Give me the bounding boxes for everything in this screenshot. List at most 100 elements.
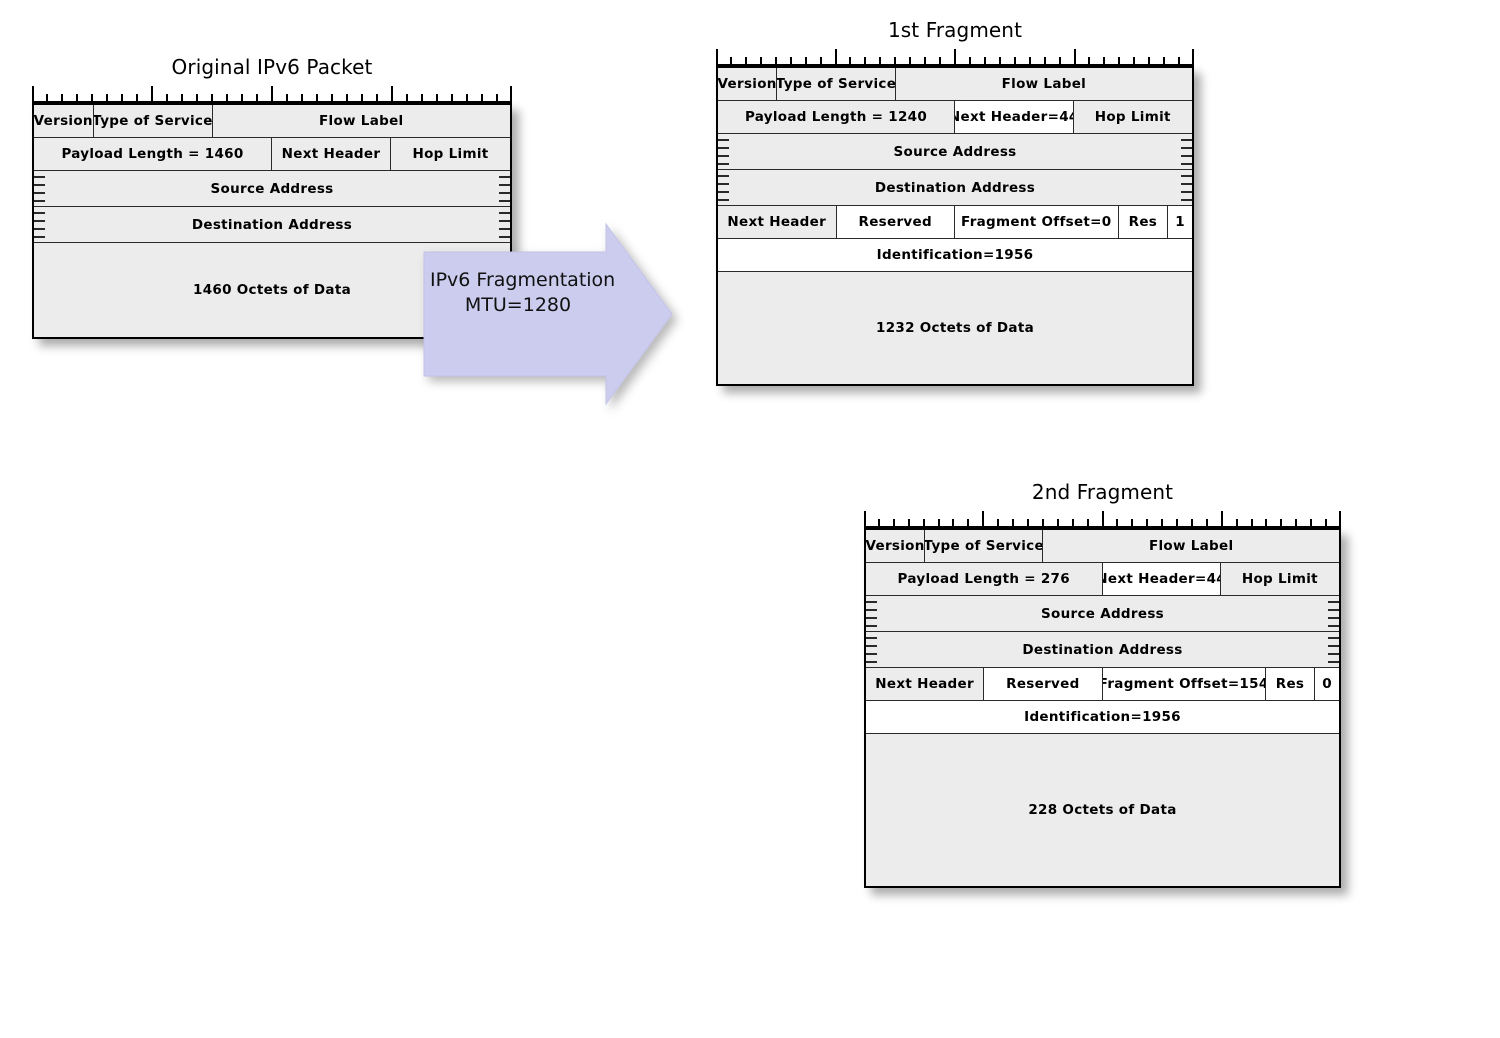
field-hop-limit: Hop Limit — [391, 138, 510, 170]
packet-diagram-fragment-2: 2nd Fragment Version Type of Service Flo… — [864, 480, 1341, 888]
ruler-tick-major — [32, 86, 34, 103]
ruler-tick-minor — [421, 94, 423, 103]
field-destination-address: Destination Address — [718, 170, 1192, 205]
ruler-tick-minor — [166, 94, 168, 103]
ruler-tick-minor — [226, 94, 228, 103]
field-version: Version — [866, 530, 926, 562]
field-next-header: Next Header=44 — [955, 101, 1074, 133]
field-version: Version — [34, 105, 94, 137]
ruler-tick-minor — [894, 57, 897, 66]
ruler-tick-minor — [879, 57, 882, 66]
ruler-tick-minor — [922, 519, 925, 528]
ruler-tick-minor — [1325, 519, 1328, 528]
ruler-tick-minor — [1295, 519, 1298, 528]
ruler-tick-minor — [466, 94, 468, 103]
ruler-tick-minor — [451, 94, 453, 103]
field-frag-reserved: Reserved — [984, 668, 1103, 700]
field-flow-label: Flow Label — [895, 68, 1192, 100]
ruler-tick-major — [1101, 511, 1104, 528]
header-row-2: Payload Length = 1460 Next Header Hop Li… — [34, 138, 510, 171]
ruler-tick-minor — [316, 94, 318, 103]
payload-row: 1232 Octets of Data — [718, 272, 1192, 384]
field-fragment-offset: Fragment Offset=154 — [1102, 668, 1266, 700]
ruler-tick-minor — [1103, 57, 1106, 66]
ruler-tick-minor — [331, 94, 333, 103]
packet-box-original: Version Type of Service Flow Label Paylo… — [32, 103, 512, 339]
packet-title-original: Original IPv6 Packet — [171, 55, 373, 79]
field-payload-data: 228 Octets of Data — [866, 734, 1339, 886]
ruler-tick-minor — [1146, 519, 1149, 528]
ruler-tick-minor — [106, 94, 108, 103]
ruler-tick-minor — [136, 94, 138, 103]
field-payload-length: Payload Length = 276 — [866, 563, 1103, 595]
ruler-tick-major — [271, 86, 273, 103]
ruler-tick-minor — [1205, 519, 1208, 528]
fragment-header-row: Next Header Reserved Fragment Offset=154… — [866, 668, 1339, 701]
ruler-tick-minor — [924, 57, 927, 66]
ruler-tick-minor — [1161, 519, 1164, 528]
field-destination-address: Destination Address — [866, 632, 1339, 667]
packet-title-fragment-2: 2nd Fragment — [1031, 480, 1174, 504]
ruler-tick-minor — [744, 57, 747, 66]
ruler-tick-minor — [1012, 519, 1015, 528]
destination-address-row: Destination Address — [34, 207, 510, 243]
ruler-tick-minor — [256, 94, 258, 103]
ruler-tick-minor — [1088, 57, 1091, 66]
ruler-tick-minor — [196, 94, 198, 103]
ruler-tick-minor — [76, 94, 78, 103]
ruler-tick-minor — [774, 57, 777, 66]
packet-title-fragment-1: 1st Fragment — [887, 18, 1023, 42]
ruler-tick-major — [510, 86, 512, 103]
ruler-tick-minor — [1280, 519, 1283, 528]
field-frag-reserved: Reserved — [836, 206, 955, 238]
ruler-tick-minor — [181, 94, 183, 103]
field-flow-label: Flow Label — [212, 105, 510, 137]
ruler-tick-minor — [91, 94, 93, 103]
ruler-tick-minor — [907, 519, 910, 528]
ruler-tick-minor — [877, 519, 880, 528]
field-frag-res: Res — [1118, 206, 1169, 238]
field-frag-next-header: Next Header — [866, 668, 985, 700]
packet-box-fragment-1: Version Type of Service Flow Label Paylo… — [716, 66, 1194, 386]
ruler-tick-minor — [1041, 519, 1044, 528]
header-row-1: Version Type of Service Flow Label — [866, 530, 1339, 563]
ruler-tick-minor — [937, 519, 940, 528]
ruler-tick-minor — [819, 57, 822, 66]
arrow-label-line-2: MTU=1280 — [464, 293, 572, 316]
ruler-tick-minor — [1235, 519, 1238, 528]
field-frag-next-header: Next Header — [718, 206, 837, 238]
ruler-tick-minor — [46, 94, 48, 103]
field-source-address: Source Address — [34, 171, 510, 206]
ruler-tick-minor — [849, 57, 852, 66]
ruler-tick-minor — [301, 94, 303, 103]
field-type-of-service: Type of Service — [93, 105, 213, 137]
ruler-tick-minor — [286, 94, 288, 103]
ruler-tick-major — [1220, 511, 1223, 528]
ruler-tick-minor — [241, 94, 243, 103]
ruler-tick-major — [1192, 49, 1194, 66]
ruler-tick-minor — [1250, 519, 1253, 528]
field-type-of-service: Type of Service — [925, 530, 1044, 562]
bit-ruler-fragment-1 — [716, 48, 1194, 66]
field-source-address: Source Address — [718, 134, 1192, 169]
packet-box-fragment-2: Version Type of Service Flow Label Paylo… — [864, 528, 1341, 888]
ruler-tick-minor — [968, 57, 971, 66]
ruler-tick-minor — [1026, 519, 1029, 528]
ruler-tick-minor — [1265, 519, 1268, 528]
ruler-tick-minor — [804, 57, 807, 66]
ruler-tick-minor — [983, 57, 986, 66]
ruler-tick-minor — [1163, 57, 1166, 66]
arrow-shape-icon — [423, 222, 673, 406]
ruler-tick-major — [954, 49, 956, 66]
ruler-tick-major — [834, 49, 837, 66]
ruler-tick-minor — [1178, 57, 1181, 66]
ruler-tick-minor — [998, 57, 1001, 66]
identification-row: Identification=1956 — [866, 701, 1339, 734]
header-row-2: Payload Length = 276 Next Header=44 Hop … — [866, 563, 1339, 596]
ruler-tick-minor — [1176, 519, 1179, 528]
ruler-tick-minor — [436, 94, 438, 103]
ruler-tick-minor — [892, 519, 895, 528]
bit-ruler-original — [32, 85, 512, 103]
ruler-tick-major — [391, 86, 393, 103]
ruler-tick-minor — [406, 94, 408, 103]
